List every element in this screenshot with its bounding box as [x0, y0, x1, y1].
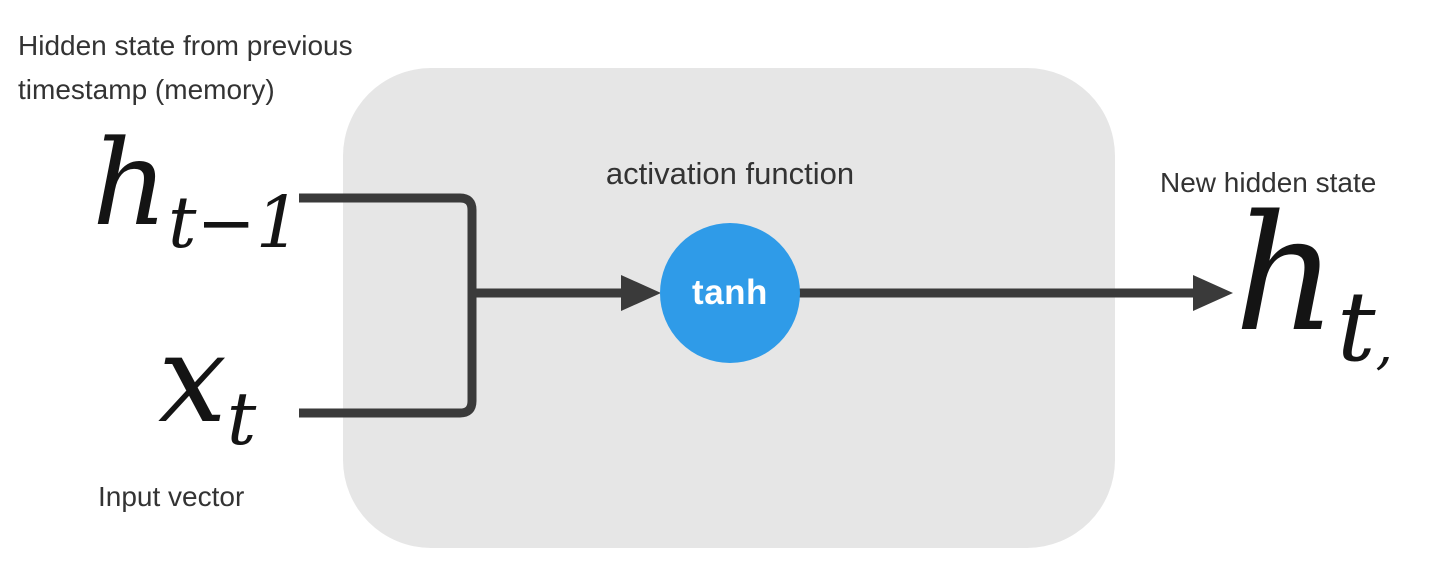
formula-h-prev-subscript: t−1	[168, 180, 301, 264]
formula-h-prev: ht−1	[92, 124, 301, 258]
formula-x-t-subscript: t	[226, 377, 257, 463]
formula-x-t: xt	[158, 318, 256, 457]
output-arrowhead-icon	[1193, 275, 1233, 311]
formula-h-t-comma: ,	[1375, 312, 1393, 376]
formula-x-t-base: x	[158, 308, 227, 450]
new-hidden-state-label: New hidden state	[1160, 167, 1377, 198]
activation-function-label: activation function	[605, 156, 855, 191]
formula-h-t-base: h	[1234, 180, 1338, 367]
tanh-node-label: tanh	[692, 273, 768, 312]
tanh-activation-node: tanh	[660, 223, 800, 363]
input-vector-label: Input vector	[98, 481, 245, 512]
formula-h-prev-base: h	[92, 114, 168, 252]
hidden-state-note: Hidden state from previous timestamp (me…	[18, 24, 353, 112]
formula-h-t: ht,	[1234, 194, 1393, 375]
hidden-state-note-line2: timestamp (memory)	[18, 74, 275, 105]
hidden-state-note-line1: Hidden state from previous	[18, 30, 353, 61]
formula-h-t-subscript: t	[1337, 270, 1376, 383]
